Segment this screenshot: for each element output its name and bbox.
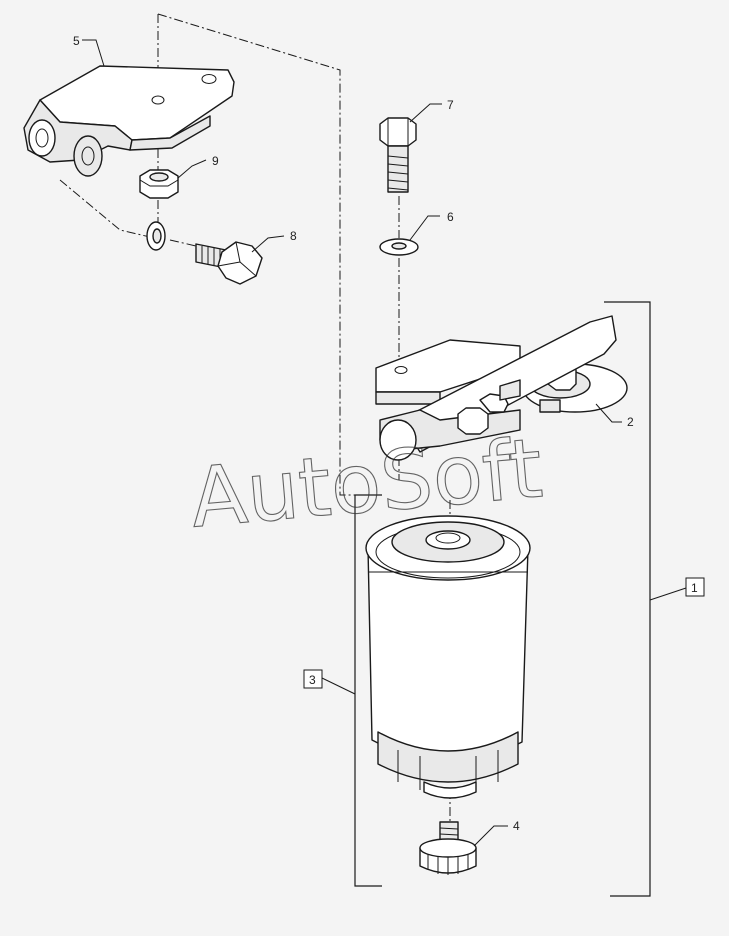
leader-lines	[82, 39, 622, 847]
callout-3: 3	[309, 673, 316, 687]
callout-6: 6	[447, 210, 454, 224]
callout-5: 5	[73, 34, 80, 48]
callout-2: 2	[627, 415, 634, 429]
callout-box-1	[685, 577, 705, 597]
callout-box-3	[303, 669, 323, 689]
callout-9: 9	[212, 154, 219, 168]
lock-washer-left	[146, 221, 166, 251]
callout-7: 7	[447, 98, 454, 112]
filter-head	[375, 315, 628, 461]
callout-4: 4	[513, 819, 520, 833]
flat-washer	[379, 238, 419, 256]
drain-plug	[419, 821, 477, 875]
mounting-bracket	[23, 65, 235, 177]
assembly-bracket-1	[604, 301, 687, 897]
filter-cartridge	[365, 515, 531, 799]
bolt-horizontal	[195, 241, 263, 285]
assembly-bracket-3	[321, 494, 382, 887]
callout-8: 8	[290, 229, 297, 243]
bolt-vertical	[379, 117, 417, 193]
hex-nut	[139, 169, 179, 199]
callout-1: 1	[691, 581, 698, 595]
